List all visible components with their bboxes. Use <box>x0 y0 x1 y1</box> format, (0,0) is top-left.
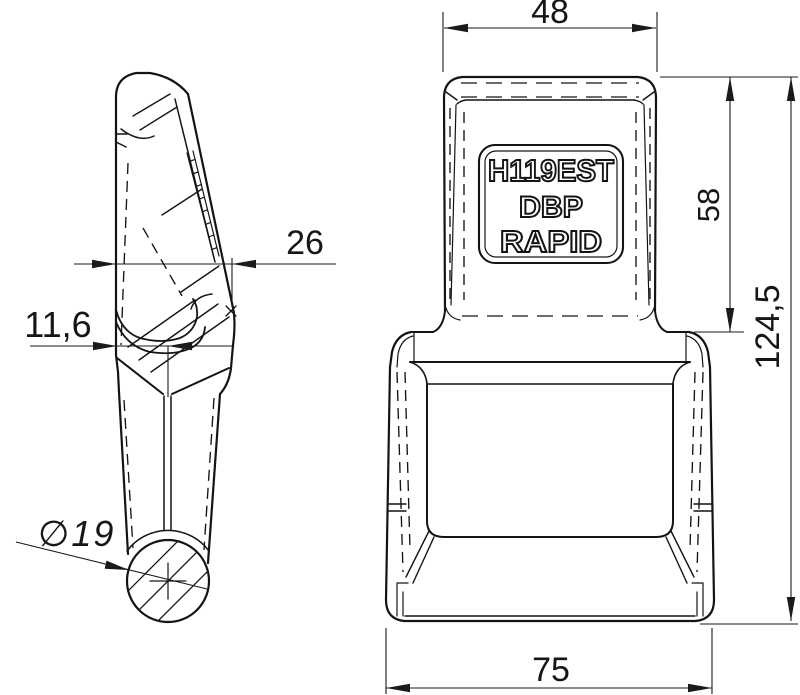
body-outline <box>384 365 716 623</box>
part-label-line2: DBP <box>519 191 583 224</box>
dim-edge-to-center-label: 11,6 <box>24 304 91 345</box>
shank-top-hidden <box>461 82 639 98</box>
dim-top-width-label: 48 <box>531 0 569 31</box>
dim-shank-height-label: 58 <box>691 188 726 222</box>
shank-inner-sides <box>450 104 650 306</box>
scoop-lower <box>115 321 206 355</box>
dim-overall-height-label: 124,5 <box>749 284 787 369</box>
dim-hook-depth: 26 <box>74 224 336 317</box>
side-view <box>114 71 236 624</box>
side-profile-right <box>114 71 236 565</box>
edge-step-lines <box>115 133 128 148</box>
v-notch <box>116 357 230 395</box>
part-label-line1: H119EST <box>488 153 614 188</box>
scoop-curl <box>190 293 213 310</box>
shank-hidden-sides <box>449 108 651 306</box>
front-view: H119EST DBP RAPID <box>384 75 716 623</box>
part-label-plate: H119EST DBP RAPID <box>477 143 625 265</box>
part-label-line3: RAPID <box>500 224 602 259</box>
shank-top-inner <box>456 99 644 105</box>
dim-body-width: 75 <box>385 628 713 694</box>
bore-circle <box>125 538 211 624</box>
embossed-edge-band <box>186 150 220 259</box>
recess-top-inner <box>409 361 691 385</box>
side-wall-steps <box>387 503 713 512</box>
side-profile-left <box>114 95 130 556</box>
dim-body-width-label: 75 <box>532 651 570 689</box>
dim-edge-to-center: 11,6 <box>24 304 232 397</box>
reference-point-marker <box>225 305 237 317</box>
dim-overall-height: 124,5 <box>700 77 798 625</box>
shank-top-edge <box>442 75 658 100</box>
center-channel <box>163 395 172 531</box>
dim-shank-height: 58 <box>691 77 744 333</box>
dim-hook-depth-label: 26 <box>286 224 324 262</box>
recess-pocket <box>426 383 674 538</box>
beak-inner-curve <box>120 128 155 140</box>
side-hidden-lines <box>120 162 215 551</box>
shank-sides <box>442 96 658 313</box>
bottom-steps <box>396 582 704 617</box>
dim-bore-diameter: ∅19 <box>15 513 208 590</box>
collar <box>388 307 712 369</box>
body-hidden-walls <box>396 371 704 573</box>
boss-arc <box>126 529 210 552</box>
dim-top-width: 48 <box>442 0 658 72</box>
scoop-upper <box>115 298 199 342</box>
top-corner-chamfers <box>445 91 655 101</box>
lower-wall-slopes <box>405 530 695 584</box>
dim-bore-diameter-label: ∅19 <box>38 513 115 554</box>
